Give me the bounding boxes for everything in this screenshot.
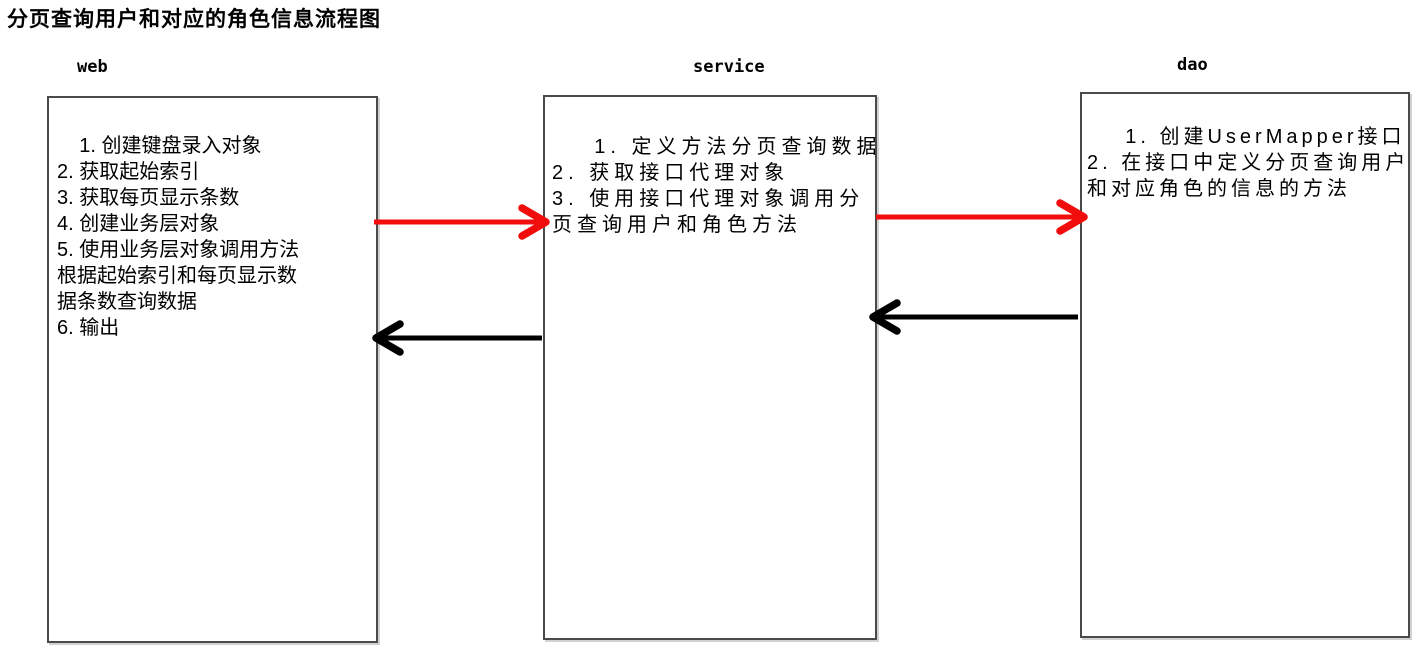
web-box-steps: 1. 创建键盘录入对象 2. 获取起始索引 3. 获取每页显示条数 4. 创建业… (57, 135, 300, 339)
arrow-web-to-service (374, 204, 550, 240)
arrow-service-to-dao (876, 199, 1088, 235)
arrow-service-to-web (372, 320, 542, 356)
column-label-dao: dao (1177, 55, 1208, 75)
dao-box-steps: 1. 创建UserMapper接口 2. 在接口中定义分页查询用户 和对应角色的… (1087, 126, 1410, 200)
arrow-dao-to-service (869, 299, 1078, 335)
dao-box: 1. 创建UserMapper接口 2. 在接口中定义分页查询用户 和对应角色的… (1080, 92, 1410, 638)
arrow-head-left-icon (372, 320, 404, 356)
column-label-service: service (693, 57, 765, 77)
service-box: 1. 定义方法分页查询数据 2. 获取接口代理对象 3. 使用接口代理对象调用分… (543, 95, 877, 640)
column-label-web: web (77, 57, 108, 77)
page-title: 分页查询用户和对应的角色信息流程图 (7, 8, 381, 31)
web-box: 1. 创建键盘录入对象 2. 获取起始索引 3. 获取每页显示条数 4. 创建业… (47, 96, 378, 643)
service-box-steps: 1. 定义方法分页查询数据 2. 获取接口代理对象 3. 使用接口代理对象调用分… (552, 136, 877, 236)
